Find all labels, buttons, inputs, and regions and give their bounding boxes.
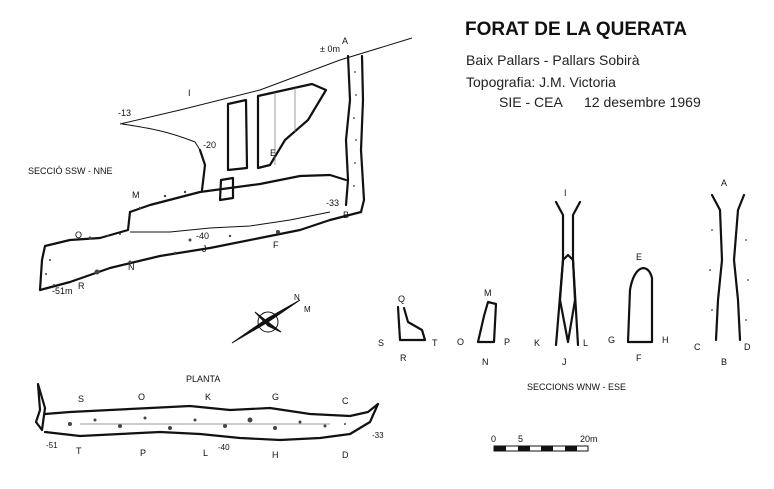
cs3-top: I — [564, 188, 567, 198]
plan-depth-40: -40 — [218, 443, 230, 452]
cs4-left: G — [608, 335, 615, 345]
point-m: M — [132, 190, 140, 200]
chamber-e — [226, 98, 249, 172]
cross-sections: Q S T R M O P N I K L J E G H — [378, 178, 751, 392]
plan-lower-wall — [43, 402, 380, 442]
plan-top-o: O — [138, 392, 145, 402]
chamber-e-right — [256, 82, 328, 170]
mid-ceiling — [130, 211, 331, 233]
ceiling-line — [121, 123, 201, 151]
cs4-top: E — [636, 252, 642, 262]
point-q: Q — [75, 230, 82, 240]
shaft-stipple — [353, 71, 357, 187]
longitudinal-section: ± 0m A I -13 -20 E SECCIÓ SSW - NNE M -3… — [28, 36, 413, 296]
cross-section-qr: Q S T R — [378, 294, 438, 363]
cs3-right: L — [583, 338, 588, 348]
cs1-top: Q — [398, 294, 405, 304]
plan-top-k: K — [205, 392, 211, 402]
title-block: FORAT DE LA QUERATA Baix Pallars - Palla… — [465, 19, 701, 110]
upper-inner-wall — [198, 148, 207, 192]
depth-51: -51m — [52, 286, 73, 296]
plan-bottom-t: T — [76, 446, 82, 456]
cs5-left: C — [694, 342, 701, 352]
compass-marker: M — [304, 305, 311, 314]
cs3-bottom: J — [562, 357, 567, 367]
left-wall — [38, 210, 132, 292]
point-r: R — [78, 281, 85, 291]
floor-stipple — [45, 190, 280, 286]
scale-20: 20m — [580, 434, 598, 444]
cross-sections-label: SECCIONS WNW - ESE — [527, 382, 626, 392]
cs5-right: D — [744, 342, 751, 352]
cs4-bottom: F — [636, 353, 642, 363]
section-label: SECCIÓ SSW - NNE — [28, 166, 113, 176]
lower-floor — [38, 210, 363, 292]
cross-section-ef: E G H F — [608, 252, 669, 363]
depth-13: -13 — [118, 108, 131, 118]
pillar — [218, 176, 235, 202]
plan-bottom-l: L — [203, 448, 208, 458]
map-title: FORAT DE LA QUERATA — [465, 19, 687, 40]
date-text: 12 desembre 1969 — [584, 94, 701, 110]
plan-depth-51: -51 — [46, 441, 58, 450]
plan-label: PLANTA — [186, 374, 220, 384]
scale-0: 0 — [491, 434, 496, 444]
point-j: J — [202, 244, 207, 254]
compass-north: N — [294, 293, 300, 302]
cs4-right: H — [662, 335, 669, 345]
upper-floor — [128, 173, 348, 214]
surveyor-text: Topografia: J.M. Victoria — [466, 74, 616, 90]
depth-0: ± 0m — [320, 44, 340, 54]
cross-section-ij: I K L J — [534, 188, 588, 367]
cs5-top: A — [721, 178, 727, 188]
cs2-bottom: N — [482, 357, 489, 367]
plan-top-s: S — [78, 394, 84, 404]
surface-line — [119, 37, 413, 125]
cross-section-ab: A C D B — [694, 178, 751, 367]
cs5-bottom: B — [721, 357, 727, 367]
plan-bottom-p: P — [140, 448, 146, 458]
point-i: I — [188, 88, 191, 98]
team-text: SIE - CEA — [499, 94, 563, 110]
depth-20: -20 — [203, 140, 216, 150]
cs2-right: P — [504, 337, 510, 347]
point-n: N — [128, 262, 135, 272]
plan-upper-wall — [43, 402, 380, 418]
plan-top-c: C — [342, 396, 349, 406]
cs1-right: T — [432, 338, 438, 348]
cs2-left: O — [457, 337, 464, 347]
scale-5: 5 — [518, 434, 523, 444]
plan-stones — [68, 416, 346, 430]
plan-depth-33: -33 — [372, 431, 384, 440]
cs1-bottom: R — [400, 353, 407, 363]
shaft-wall-left — [344, 54, 352, 207]
cross-section-mn: M O P N — [457, 288, 510, 367]
plan-bottom-d: D — [342, 450, 349, 460]
compass-rose-icon: N M — [231, 293, 311, 344]
cs3-left: K — [534, 338, 540, 348]
depth-40: -40 — [196, 231, 209, 241]
shaft-wall-right — [359, 54, 366, 214]
chamber-hatch — [274, 88, 296, 165]
scale-bar: 0 5 20m — [491, 434, 598, 452]
depth-33: -33 — [326, 198, 339, 208]
point-a: A — [342, 36, 348, 46]
point-f: F — [273, 240, 279, 250]
point-e: E — [270, 148, 276, 158]
plan-top-g: G — [272, 392, 279, 402]
plan-view: PLANTA -51 -40 -33 S O K G C T P L H D — [34, 374, 384, 460]
point-b: B — [343, 210, 349, 220]
cs1-left: S — [378, 338, 384, 348]
region-text: Baix Pallars - Pallars Sobirà — [466, 52, 640, 68]
cs2-top: M — [484, 288, 492, 298]
plan-bottom-h: H — [272, 450, 279, 460]
